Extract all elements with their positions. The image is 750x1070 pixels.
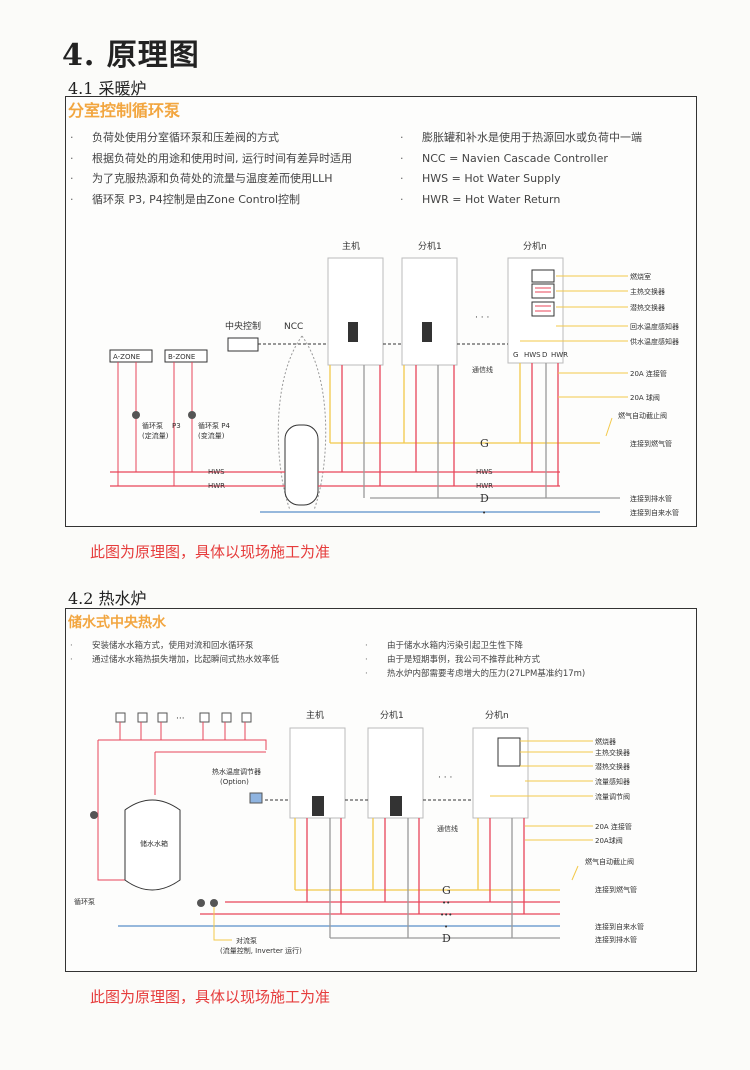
section2-box-title: 储水式中央热水 xyxy=(68,615,166,631)
port-label: D xyxy=(542,351,547,359)
heat-exchanger-icon xyxy=(531,269,555,317)
central-control-icon xyxy=(227,337,259,352)
bullet: HWS = Hot Water Supply xyxy=(400,169,642,190)
callout-label: 供水温度感知器 xyxy=(630,337,679,346)
bullet: 热水炉内部需要考虑增大的压力(27LPM基准约17m) xyxy=(365,667,585,681)
callout-label: 连接到自来水管 xyxy=(630,508,679,517)
pump-label: 循环泵 xyxy=(142,421,163,430)
unit-label: 分机n xyxy=(523,240,547,252)
callout-label: 连接到排水管 xyxy=(630,494,672,503)
bullet: NCC = Navien Cascade Controller xyxy=(400,149,642,170)
bullet: 负荷处使用分室循环泵和压差阀的方式 xyxy=(70,128,352,149)
unit-label: 分机1 xyxy=(418,240,442,252)
b-zone-box xyxy=(164,349,208,363)
bullet: 由于是短期事例，我公司不推荐此种方式 xyxy=(365,653,585,667)
callout-label: 连接到燃气管 xyxy=(630,439,672,448)
port-label: HWS xyxy=(524,351,541,359)
section1-caption: 此图为原理图，具体以现场施工为准 xyxy=(90,543,331,561)
section2-bullets-right: 由于储水水箱内污染引起卫生性下降 由于是短期事例，我公司不推荐此种方式 热水炉内… xyxy=(365,639,585,681)
ncc-sensor-wires xyxy=(277,335,327,511)
port-label: G xyxy=(513,351,518,359)
pump-label: P3 xyxy=(172,422,181,430)
pump-label: 循环泵 P4 xyxy=(198,421,230,430)
section2-subtitle: 4.2 热水炉 xyxy=(68,589,147,608)
pipe-label-d: D xyxy=(480,492,489,505)
page-title: 4. 原理图 xyxy=(62,38,200,73)
bullet: 循环泵 P3, P4控制是由Zone Control控制 xyxy=(70,190,352,211)
zone-label: A-ZONE xyxy=(113,353,140,361)
bullet: HWR = Hot Water Return xyxy=(400,190,642,211)
main-unit xyxy=(327,257,384,366)
pump-label: (定流量) xyxy=(142,431,169,440)
sub-unit-1 xyxy=(401,257,458,366)
unit-display-icon xyxy=(422,322,432,342)
pipe-label-dot: • xyxy=(482,509,486,517)
section1-subtitle: 4.1 采暖炉 xyxy=(68,79,147,98)
central-control-label: 中央控制 xyxy=(225,320,261,332)
callout-label: 回水温度感知器 xyxy=(630,322,679,331)
section1-bullets-right: 膨胀罐和补水是使用于热源回水或负荷中一端 NCC = Navien Cascad… xyxy=(400,128,642,210)
bullet: 根据负荷处的用途和使用时间, 运行时间有差异时适用 xyxy=(70,149,352,170)
pipe-label-hws: HWS xyxy=(208,468,225,476)
section1-bullets-left: 负荷处使用分室循环泵和压差阀的方式 根据负荷处的用途和使用时间, 运行时间有差异… xyxy=(70,128,352,210)
pipe-label-hwr: HWR xyxy=(208,482,225,490)
callout-label: 燃烧室 xyxy=(630,272,651,281)
callout-label: 潜热交换器 xyxy=(630,303,665,312)
zone-label: B-ZONE xyxy=(168,353,195,361)
unit-label: 主机 xyxy=(342,240,360,252)
pump-label: (变流量) xyxy=(198,431,225,440)
callout-label: 燃气自动截止阀 xyxy=(618,411,667,420)
callout-label: 主热交换器 xyxy=(630,287,665,296)
comm-line-label: 通信线 xyxy=(472,365,493,374)
pump-icon xyxy=(188,411,196,419)
a-zone-box xyxy=(109,349,153,363)
bullet: 通过储水水箱热损失增加，比起瞬间式热水效率低 xyxy=(70,653,279,667)
bullet: 膨胀罐和补水是使用于热源回水或负荷中一端 xyxy=(400,128,642,149)
ellipsis: · · · xyxy=(475,313,489,323)
callout-label: 20A 球阀 xyxy=(630,393,660,402)
bullet: 安装储水水箱方式，使用对流和回水循环泵 xyxy=(70,639,279,653)
callout-label: 20A 连接管 xyxy=(630,369,667,378)
section1-box-title: 分室控制循环泵 xyxy=(68,101,181,120)
pump-icon xyxy=(132,411,140,419)
section2-bullets-left: 安装储水水箱方式，使用对流和回水循环泵 通过储水水箱热损失增加，比起瞬间式热水效… xyxy=(70,639,279,667)
bullet: 由于储水水箱内污染引起卫生性下降 xyxy=(365,639,585,653)
callout-lines xyxy=(520,275,628,437)
ncc-label: NCC xyxy=(284,322,303,332)
section2-caption: 此图为原理图，具体以现场施工为准 xyxy=(90,988,331,1006)
llh-tank xyxy=(284,424,319,506)
main-pipes xyxy=(110,363,620,513)
unit-boxes xyxy=(327,257,564,366)
pipe-label-hwr: HWR xyxy=(476,482,493,490)
pipe-label-hws: HWS xyxy=(476,468,493,476)
port-label: HWR xyxy=(551,351,568,359)
bullet: 为了克服热源和负荷处的流量与温度差而使用LLH xyxy=(70,169,352,190)
unit-display-icon xyxy=(348,322,358,342)
pipe-label-g: G xyxy=(480,437,489,450)
